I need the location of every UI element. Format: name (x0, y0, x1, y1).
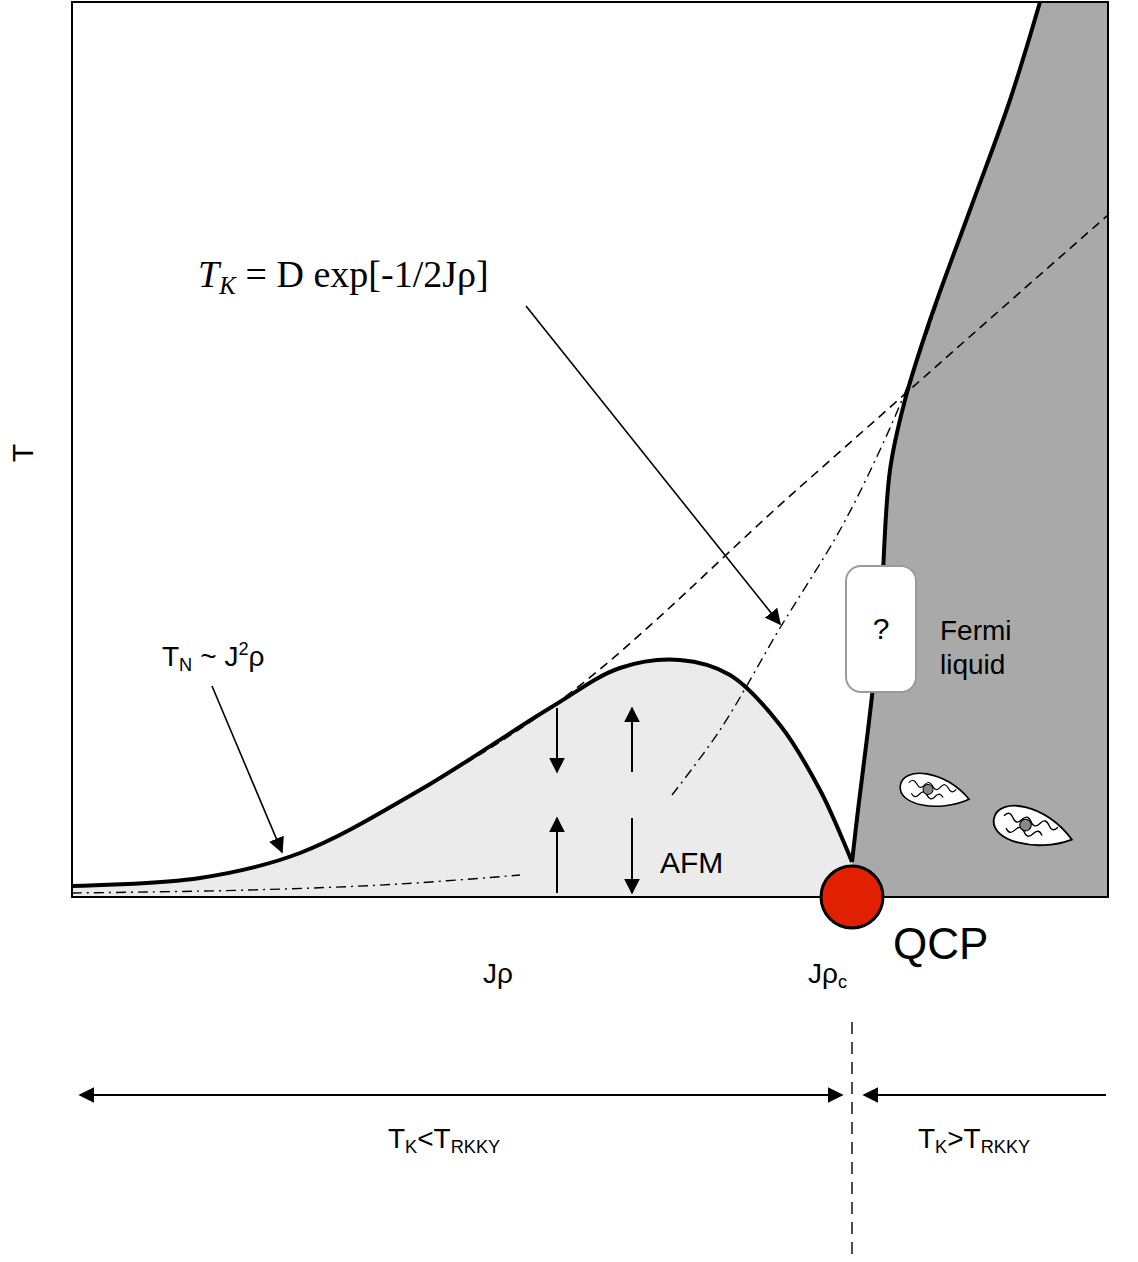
kondo-leader-arrow (526, 306, 780, 624)
regime-label: TK<TRKKY (388, 1125, 500, 1157)
axis-tick-label: Jρ (483, 960, 513, 988)
label-text: T (198, 253, 219, 295)
fermi-boundary (852, 2, 1040, 862)
label-text: K (935, 1137, 947, 1157)
spin-arrow (631, 818, 633, 893)
qcp-dot (821, 866, 883, 928)
spin-arrow (631, 708, 633, 772)
label-text: Jρ (483, 958, 513, 989)
qcp-label: QCP (893, 922, 988, 966)
label-text: K (405, 1137, 417, 1157)
kondo-dashdot-curve (672, 250, 955, 795)
kondo-formula: TK = D exp[-1/2Jρ] (198, 255, 489, 299)
question-box: ? (845, 565, 917, 693)
neel-boundary (72, 660, 852, 886)
label-text: K (219, 272, 235, 299)
label-text: N (179, 655, 192, 675)
label-text: 2 (238, 639, 248, 659)
rkky-dashed-line (72, 215, 1108, 886)
label-text: RKKY (981, 1137, 1031, 1157)
neel-leader-arrow (212, 686, 282, 852)
afm-fill (72, 660, 852, 897)
range-arrow (864, 1094, 1106, 1096)
node-label: ? (873, 611, 890, 647)
plot-frame (72, 2, 1108, 897)
fermi-region-shape (852, 2, 1108, 897)
fermi-fill (852, 2, 1108, 897)
range-arrow (80, 1094, 842, 1096)
spin-arrow (556, 708, 558, 772)
node-label: Fermi liquid (940, 614, 1060, 681)
neel-formula: TN ~ J2ρ (162, 640, 264, 675)
qcp-divider (851, 1022, 852, 1262)
label-text: >T (947, 1123, 980, 1154)
label-text: T (162, 641, 179, 672)
label-text: Jρ (808, 958, 838, 989)
axis-label: T (8, 444, 38, 462)
label-text: T (388, 1123, 405, 1154)
label-text: T (918, 1123, 935, 1154)
label-text: RKKY (451, 1137, 501, 1157)
regime-label: TK>TRKKY (918, 1125, 1030, 1157)
quasiparticle-drop (990, 801, 1076, 853)
label-text: ρ (249, 641, 265, 672)
afm-dome-shape (72, 655, 854, 897)
axis-tick-label: Jρc (808, 960, 847, 992)
label-text: T (6, 444, 39, 462)
quasiparticle-drop (898, 770, 972, 811)
afm-region: AFM (72, 655, 854, 897)
label-text: = D exp[-1/2Jρ] (246, 253, 489, 295)
label-text: <T (417, 1123, 450, 1154)
node-label: AFM (660, 845, 723, 881)
fermi-liquid-region: Fermi liquid (852, 2, 1108, 897)
label-text: QCP (893, 919, 988, 968)
label-text: c (838, 972, 847, 992)
label-text: ~ J (200, 641, 238, 672)
spin-arrow (556, 818, 558, 893)
